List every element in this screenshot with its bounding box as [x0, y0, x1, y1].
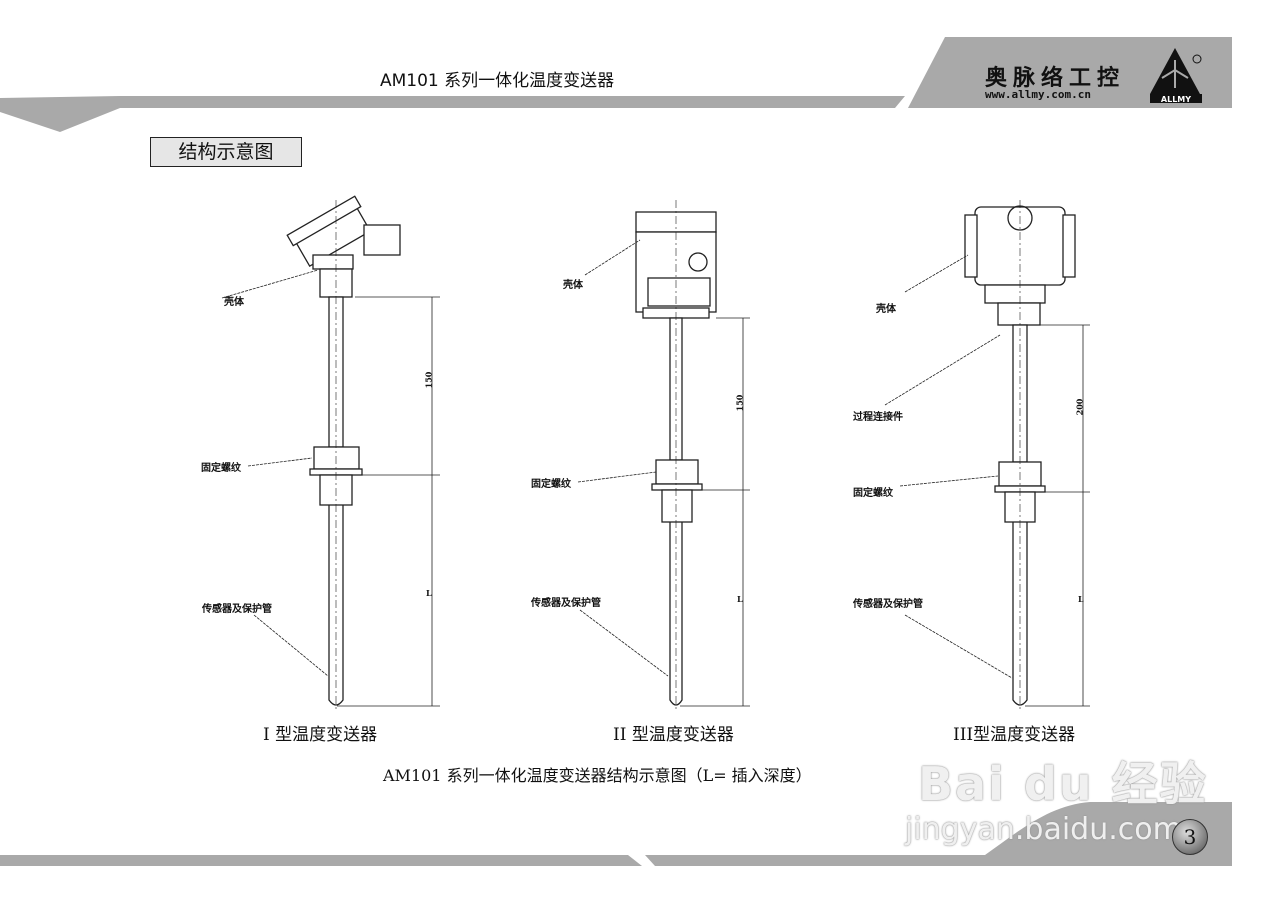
- type-3-length-mark: L: [1078, 594, 1084, 604]
- type-1-length-mark: L: [426, 588, 432, 598]
- allmy-logo-icon: ALLMY: [1150, 48, 1202, 104]
- document-title: AM101 系列一体化温度变送器: [380, 71, 615, 91]
- type-1-sensor-label: 传感器及保护管: [202, 604, 272, 615]
- page-number: 3: [1172, 819, 1208, 855]
- type-1-caption: I 型温度变送器: [263, 725, 378, 745]
- figure-caption: AM101 系列一体化温度变送器结构示意图（L= 插入深度）: [383, 766, 812, 785]
- brand-band: [908, 37, 1232, 108]
- brand-url: www.allmy.com.cn: [985, 88, 1091, 101]
- type-3-housing-label: 壳体: [876, 304, 896, 315]
- type-1-dimension: 150: [423, 371, 434, 389]
- type-2-caption: II 型温度变送器: [613, 725, 734, 745]
- type-1-transmitter-drawing: [221, 195, 440, 710]
- type-2-length-mark: L: [737, 594, 743, 604]
- type-2-transmitter-drawing: [577, 200, 750, 710]
- type-1-housing-label: 壳体: [224, 297, 244, 308]
- type-2-sensor-label: 传感器及保护管: [531, 598, 601, 609]
- type-3-caption: III型温度变送器: [953, 725, 1076, 745]
- baidu-watermark: Bai du 经验: [918, 757, 1208, 811]
- brand-name: 奥脉络工控: [985, 66, 1126, 91]
- type-2-thread-label: 固定螺纹: [531, 479, 571, 490]
- type-2-housing-label: 壳体: [563, 280, 583, 291]
- type-3-process-label: 过程连接件: [853, 412, 903, 423]
- type-3-transmitter-drawing: [884, 200, 1090, 710]
- type-3-thread-label: 固定螺纹: [853, 488, 893, 499]
- svg-text:ALLMY: ALLMY: [1161, 95, 1191, 104]
- type-3-dimension: 200: [1074, 398, 1085, 416]
- footer-band-left: [0, 855, 642, 866]
- type-3-sensor-label: 传感器及保护管: [853, 599, 923, 610]
- header-band: [0, 96, 905, 132]
- type-1-thread-label: 固定螺纹: [201, 463, 241, 474]
- footer-band-right: [645, 802, 1232, 866]
- type-2-dimension: 150: [734, 394, 745, 412]
- baidu-watermark-url: jingyan.baidu.com: [905, 812, 1182, 847]
- section-title: 结构示意图: [150, 137, 302, 167]
